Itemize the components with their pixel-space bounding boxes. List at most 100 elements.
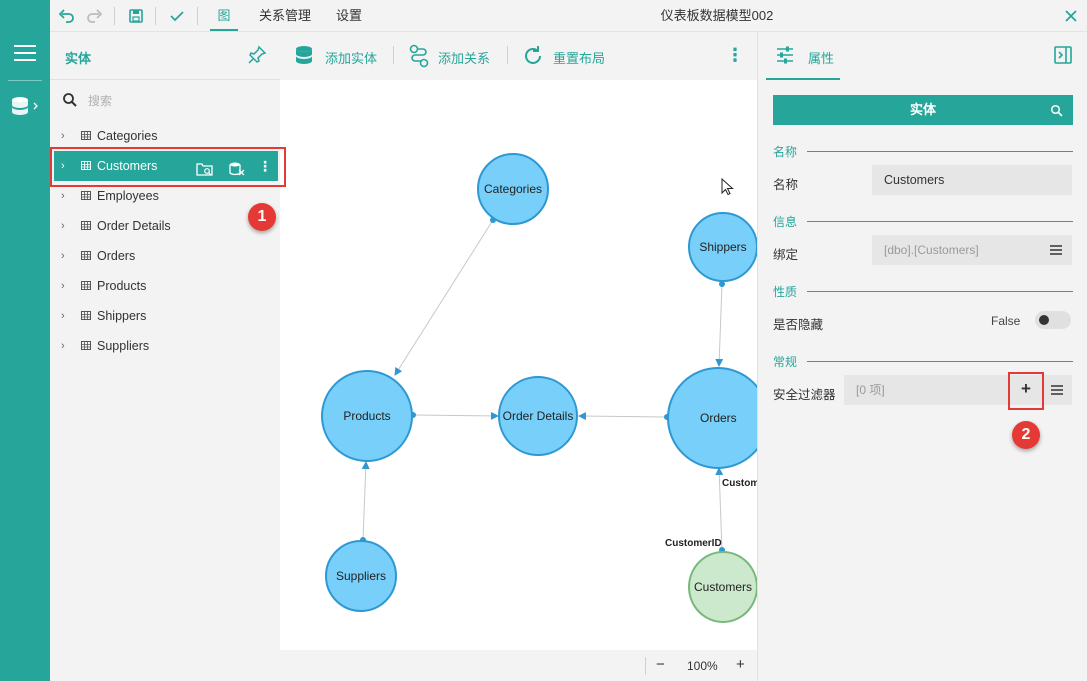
section-general: 常规 <box>773 353 1073 370</box>
tab-diagram[interactable]: 图 <box>210 0 238 31</box>
node-label: Orders <box>700 411 737 425</box>
pin-icon[interactable] <box>246 44 268 69</box>
callout-badge: 1 <box>248 203 276 231</box>
tree-item-products[interactable]: › Products <box>50 271 280 301</box>
canvas-toolbar: 添加实体 添加关系 重置布局 ⋮ <box>280 32 757 80</box>
tree-item-label: Products <box>97 279 147 293</box>
edge-shippers-orders[interactable] <box>715 283 724 367</box>
section-info: 信息 <box>773 213 1073 230</box>
more-vertical-icon[interactable]: ⋮ <box>258 158 272 174</box>
node-shippers[interactable]: Shippers <box>688 212 757 282</box>
collapse-panel-icon[interactable] <box>1052 44 1074 66</box>
chevron-right-icon[interactable]: › <box>61 310 65 322</box>
entity-panel-title: 实体 <box>65 51 92 66</box>
tab-properties[interactable]: 属性 <box>766 32 840 80</box>
chevron-right-icon[interactable]: › <box>61 160 65 172</box>
section-nature: 性质 <box>773 283 1073 300</box>
chevron-right-icon[interactable]: › <box>61 220 65 232</box>
binding-value: [dbo].[Customers] <box>884 243 979 257</box>
tree-item-shippers[interactable]: › Shippers <box>50 301 280 331</box>
hidden-toggle[interactable] <box>1035 311 1071 329</box>
tree-item-label: Orders <box>97 249 136 263</box>
node-order-details[interactable]: Order Details <box>498 376 578 456</box>
zoom-level: 100% <box>687 659 718 673</box>
section-title: 常规 <box>773 353 806 370</box>
node-label: Order Details <box>502 409 574 423</box>
add-filter-button[interactable]: + <box>1021 379 1031 398</box>
node-label: Customers <box>693 580 752 594</box>
close-icon[interactable] <box>1061 6 1081 26</box>
entity-type-bar[interactable]: 实体 <box>773 95 1073 125</box>
list-icon[interactable] <box>1051 384 1063 396</box>
chevron-right-icon[interactable]: › <box>61 190 65 202</box>
redo-icon[interactable] <box>85 6 105 26</box>
chevron-right-icon[interactable]: › <box>61 340 65 352</box>
edge-customers-orders[interactable] <box>715 467 724 551</box>
security-filter-field[interactable]: [0 项] <box>844 375 1072 405</box>
node-customers[interactable]: Customers <box>688 551 757 623</box>
diagram-canvas[interactable]: Categories Shippers Products Order Detai… <box>280 80 757 650</box>
list-icon[interactable] <box>1050 244 1062 256</box>
chevron-right-icon[interactable]: › <box>61 280 65 292</box>
zoom-out-button[interactable]: − <box>656 656 665 673</box>
toolbar-divider <box>645 657 646 675</box>
tree-item-employees[interactable]: › Employees <box>50 181 280 211</box>
node-products[interactable]: Products <box>321 370 413 462</box>
tree-item-orders[interactable]: › Orders <box>50 241 280 271</box>
tree-item-order-details[interactable]: › Order Details <box>50 211 280 241</box>
hamburger-menu-icon[interactable] <box>14 45 36 63</box>
reset-layout-button[interactable]: 重置布局 <box>523 44 623 68</box>
tree-item-label: Shippers <box>97 309 147 323</box>
toolbar-divider <box>393 46 394 64</box>
zoom-bar: − 100% + <box>280 650 757 681</box>
entity-type-label: 实体 <box>909 102 936 117</box>
tab-relation-management[interactable]: 关系管理 <box>258 8 311 23</box>
chevron-right-icon[interactable]: › <box>61 130 65 142</box>
undo-icon[interactable] <box>56 6 76 26</box>
database-icon[interactable] <box>11 96 41 118</box>
search-input[interactable] <box>88 92 268 110</box>
table-icon <box>81 221 91 230</box>
node-categories[interactable]: Categories <box>477 153 549 225</box>
top-toolbar: 图 关系管理 设置 仪表板数据模型002 <box>50 0 1087 32</box>
callout-badge: 2 <box>1012 421 1040 449</box>
tab-settings[interactable]: 设置 <box>335 8 362 23</box>
section-title: 信息 <box>773 213 806 230</box>
search-icon[interactable] <box>1050 104 1063 117</box>
add-relation-button[interactable]: 添加关系 <box>408 44 508 68</box>
edge-suppliers-products[interactable] <box>361 461 370 541</box>
edge-products-orderdetails[interactable] <box>412 411 499 420</box>
check-icon[interactable] <box>167 6 187 26</box>
binding-field[interactable]: [dbo].[Customers] <box>872 235 1072 265</box>
tree-item-customers[interactable]: › Customers ⋮ <box>54 151 278 181</box>
edge-orders-orderdetails[interactable] <box>578 412 668 421</box>
name-field[interactable] <box>872 165 1072 195</box>
left-rail <box>0 0 50 681</box>
more-vertical-icon[interactable]: ⋮ <box>726 45 744 65</box>
edge-label: CustomerID <box>722 478 757 489</box>
highlight-box <box>1008 372 1044 410</box>
node-suppliers[interactable]: Suppliers <box>325 540 397 612</box>
edge-categories-products[interactable] <box>394 219 494 376</box>
highlight-box <box>50 147 286 187</box>
zoom-in-button[interactable]: + <box>736 656 745 673</box>
preview-data-icon[interactable] <box>196 158 214 188</box>
hidden-value: False <box>991 314 1021 328</box>
name-label: 名称 <box>773 178 799 192</box>
add-relation-label: 添加关系 <box>438 51 491 66</box>
node-orders[interactable]: Orders <box>667 367 757 469</box>
security-filter-label: 安全过滤器 <box>773 388 836 402</box>
tree-item-suppliers[interactable]: › Suppliers <box>50 331 280 361</box>
node-label: Suppliers <box>335 569 387 583</box>
delete-entity-icon[interactable] <box>228 158 246 188</box>
save-icon[interactable] <box>126 6 146 26</box>
table-icon <box>81 191 91 200</box>
tree-item-categories[interactable]: › Categories <box>50 121 280 151</box>
property-panel-header: 属性 <box>758 32 1087 80</box>
document-title: 仪表板数据模型002 <box>660 8 774 23</box>
node-label: Shippers <box>699 240 747 254</box>
chevron-right-icon[interactable]: › <box>61 250 65 262</box>
sliders-icon <box>777 46 793 64</box>
tree-item-label: Employees <box>97 189 159 203</box>
add-entity-button[interactable]: 添加实体 <box>295 44 395 68</box>
